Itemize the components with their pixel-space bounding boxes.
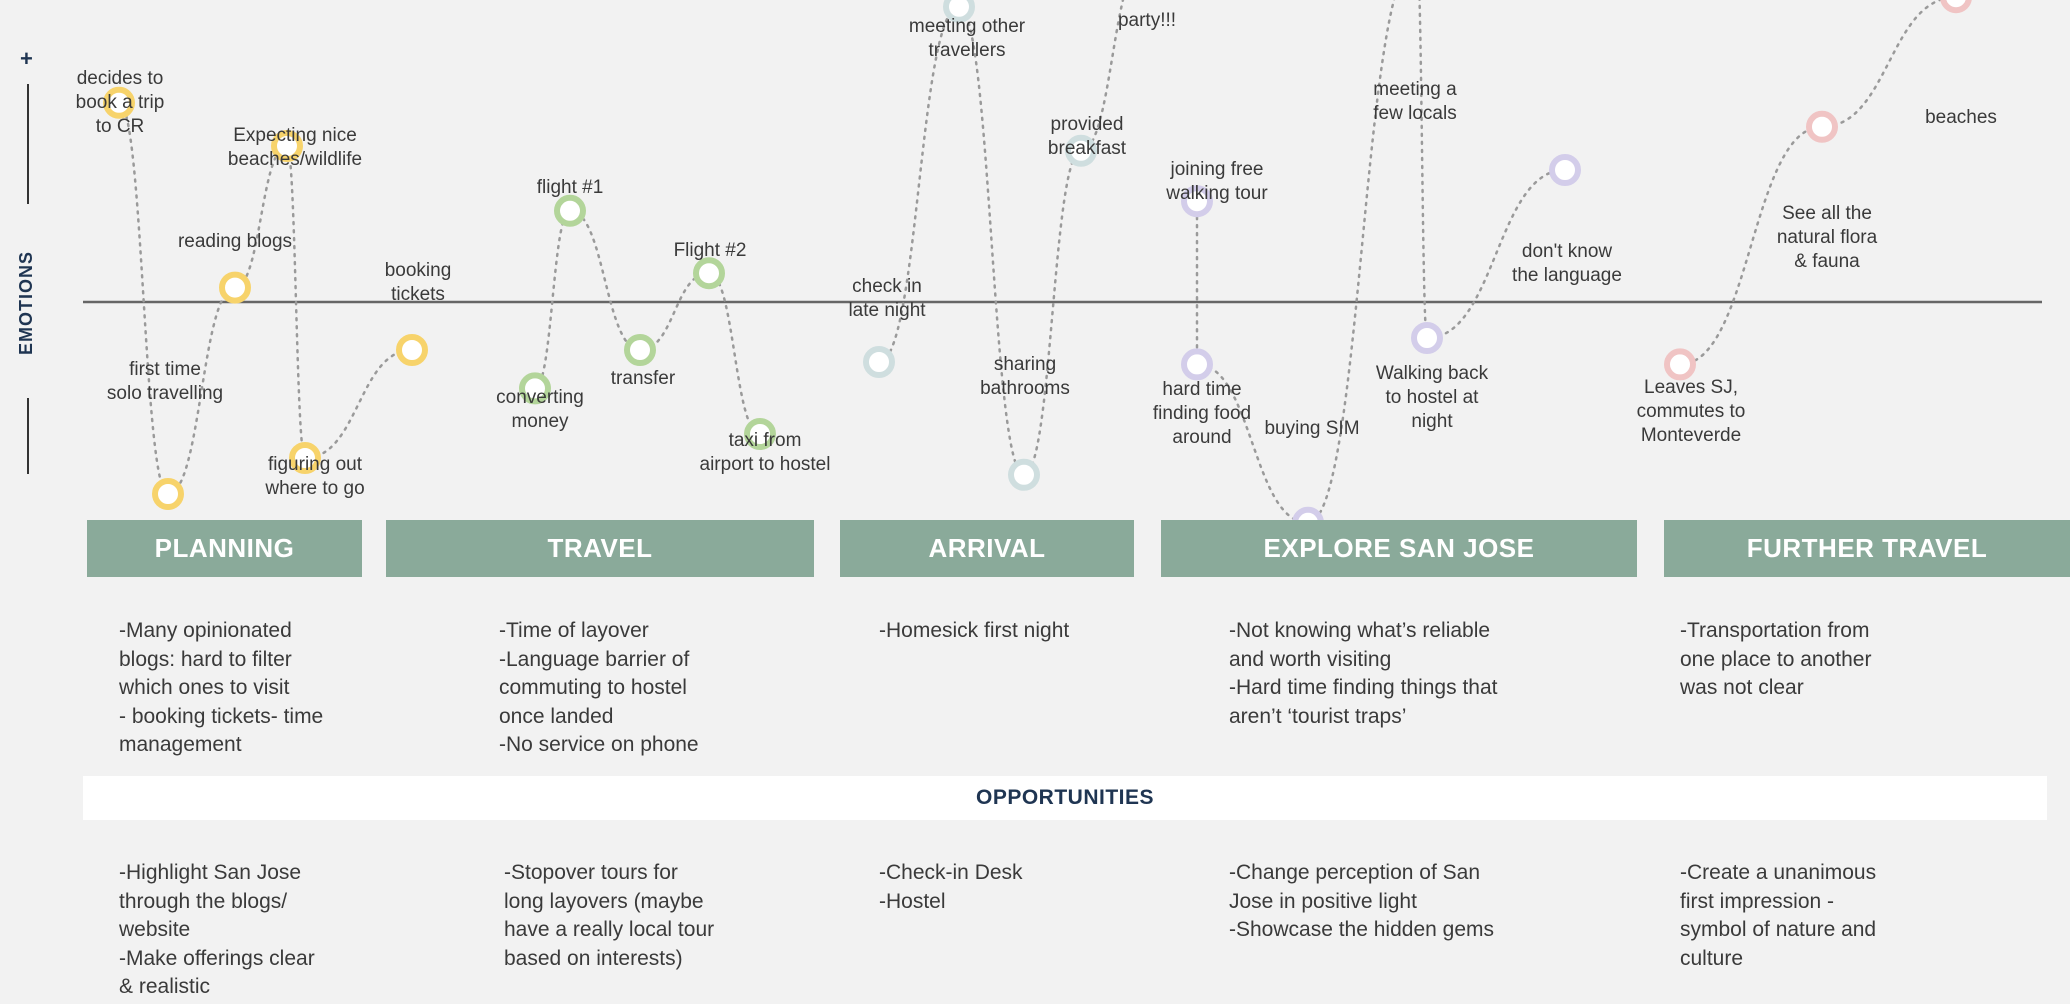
opportunities-planning: -Highlight San Jose through the blogs/ w…	[119, 861, 315, 998]
pain-points-arrival: -Homesick first night	[879, 619, 1070, 642]
connector-arrival	[877, 0, 1125, 477]
point-travel-1	[554, 194, 586, 227]
point-further-1	[1806, 110, 1838, 143]
axis-minus: -	[22, 512, 29, 520]
phase-planning: PLANNING	[87, 520, 362, 577]
point-further-0	[1664, 348, 1696, 381]
data-points	[103, 0, 1972, 520]
pain-points-planning: -Many opinionated blogs: hard to filter …	[119, 619, 324, 756]
opportunities-explore: -Change perception of San Jose in positi…	[1229, 861, 1494, 941]
point-planning-1	[152, 478, 184, 510]
axis-title: EMOTIONS	[16, 251, 36, 355]
phase-travel: TRAVEL	[386, 520, 814, 577]
opportunities-further: -Create a unanimous first impression - s…	[1680, 861, 1877, 970]
pain-points-travel: -Time of layover -Language barrier of co…	[499, 619, 699, 756]
point-travel-2	[624, 334, 656, 366]
point-label-explore-2: buying SIM	[1264, 418, 1359, 439]
point-arrival-3	[1065, 134, 1097, 167]
point-explore-4	[1411, 322, 1443, 354]
point-travel-0	[519, 372, 551, 405]
phase-further-travel: FURTHER TRAVEL	[1664, 520, 2070, 577]
point-explore-2	[1292, 506, 1324, 520]
opportunities-arrival: -Check-in Desk -Hostel	[879, 861, 1023, 913]
point-planning-2	[219, 271, 251, 304]
phase-explore-san-jose: EXPLORE SAN JOSE	[1161, 520, 1637, 577]
point-planning-0	[103, 86, 135, 119]
point-explore-0	[1181, 185, 1213, 218]
connector-explore	[1195, 0, 1567, 520]
connector-travel	[533, 209, 762, 436]
point-planning-5	[396, 334, 428, 366]
connector-further	[1678, 0, 1945, 366]
point-arrival-2	[1008, 458, 1040, 491]
axis-plus: +	[20, 46, 33, 71]
phase-arrival: ARRIVAL	[840, 520, 1134, 577]
point-label-arrival-4: party!!!	[1118, 10, 1176, 31]
point-label-planning-2: reading blogs	[178, 231, 292, 252]
point-label-further-2: beaches	[1925, 107, 1997, 128]
opportunities-travel: -Stopover tours for long layovers (maybe…	[504, 861, 715, 970]
point-travel-4	[744, 418, 776, 450]
pain-points-explore: -Not knowing what’s reliable and worth v…	[1229, 619, 1498, 728]
pain-points-further: -Transportation from one place to anothe…	[1680, 619, 1872, 699]
opportunities-heading: OPPORTUNITIES	[83, 776, 2047, 820]
point-explore-1	[1181, 348, 1213, 381]
point-arrival-0	[863, 346, 895, 378]
point-label-travel-3: Flight #2	[674, 240, 747, 261]
point-explore-5	[1549, 154, 1581, 186]
point-planning-3	[271, 130, 303, 162]
point-travel-3	[693, 257, 725, 290]
point-planning-4	[289, 442, 321, 474]
point-further-2	[1940, 0, 1972, 14]
point-label-travel-2: transfer	[611, 368, 676, 389]
point-label-travel-1: flight #1	[537, 177, 604, 198]
point-arrival-1	[943, 0, 975, 23]
